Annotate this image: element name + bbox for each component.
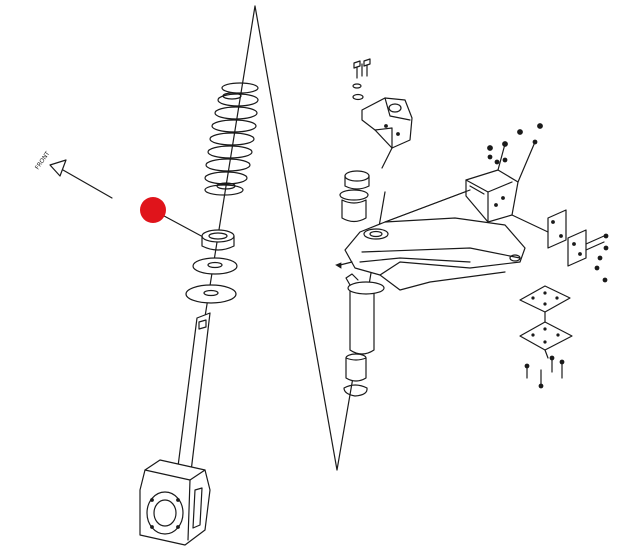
mounting-plates bbox=[519, 285, 573, 351]
spindle-tube bbox=[345, 273, 385, 355]
steering-arm bbox=[335, 189, 526, 291]
spring-seat bbox=[201, 229, 235, 251]
upper-washer bbox=[192, 257, 238, 275]
kingpin-shaft bbox=[175, 312, 211, 483]
mount-bracket bbox=[361, 97, 413, 169]
frame-bracket bbox=[384, 169, 519, 223]
top-bolts bbox=[352, 58, 371, 101]
lower-washer bbox=[185, 284, 237, 304]
front-label: FRONT bbox=[34, 150, 52, 171]
retaining-clip bbox=[343, 384, 368, 397]
hardware-nuts bbox=[487, 123, 543, 183]
lower-bushing bbox=[345, 353, 367, 382]
callout-marker[interactable] bbox=[140, 197, 206, 239]
knuckle-block bbox=[139, 459, 211, 546]
front-arrow: FRONT bbox=[34, 150, 113, 199]
upper-bushing bbox=[339, 170, 370, 223]
coil-spring bbox=[204, 82, 259, 196]
bottom-bolts bbox=[524, 349, 565, 389]
side-plate bbox=[511, 209, 609, 283]
